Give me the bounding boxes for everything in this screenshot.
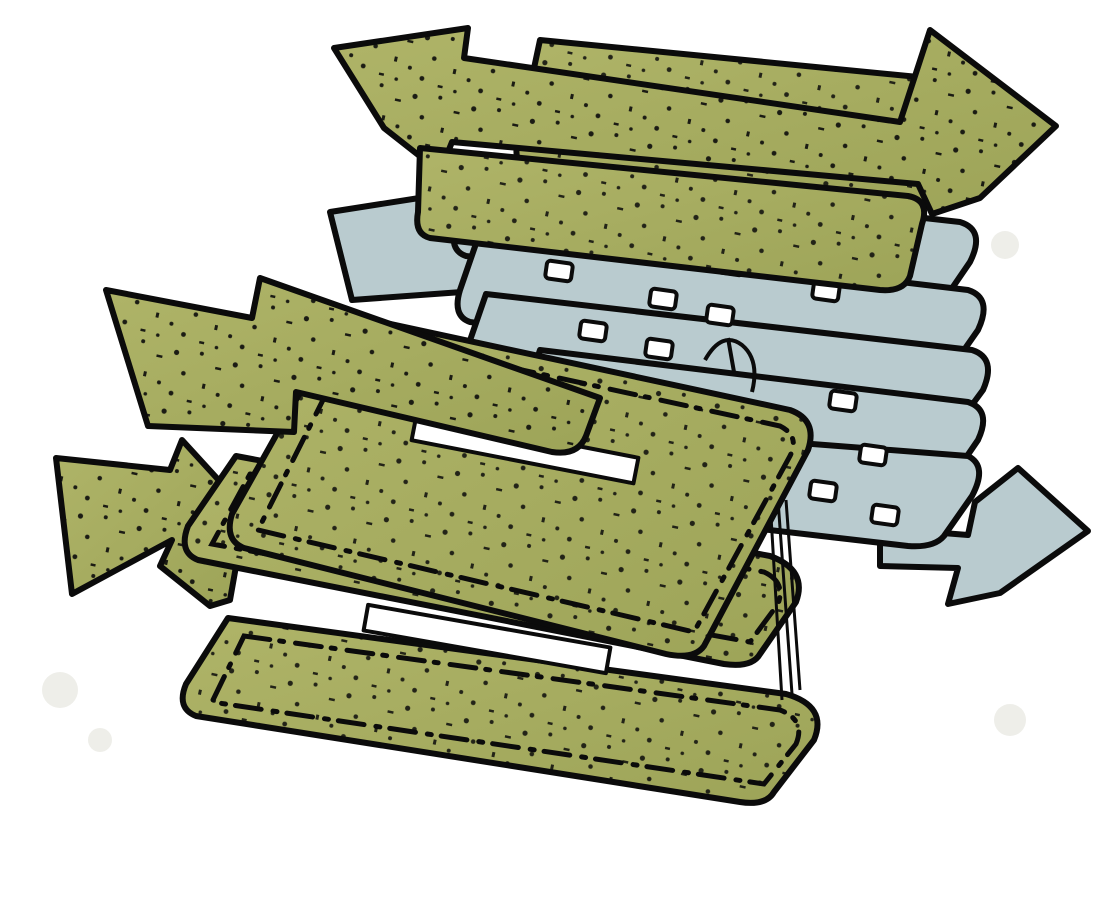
window-icon	[859, 444, 887, 465]
window-icon	[649, 288, 677, 309]
window-icon	[545, 260, 573, 281]
window-icon	[871, 504, 899, 525]
window-icon	[809, 480, 837, 501]
window-icon	[645, 338, 673, 359]
window-icon	[706, 304, 734, 325]
window-icon	[829, 390, 857, 411]
window-icon	[579, 320, 607, 341]
